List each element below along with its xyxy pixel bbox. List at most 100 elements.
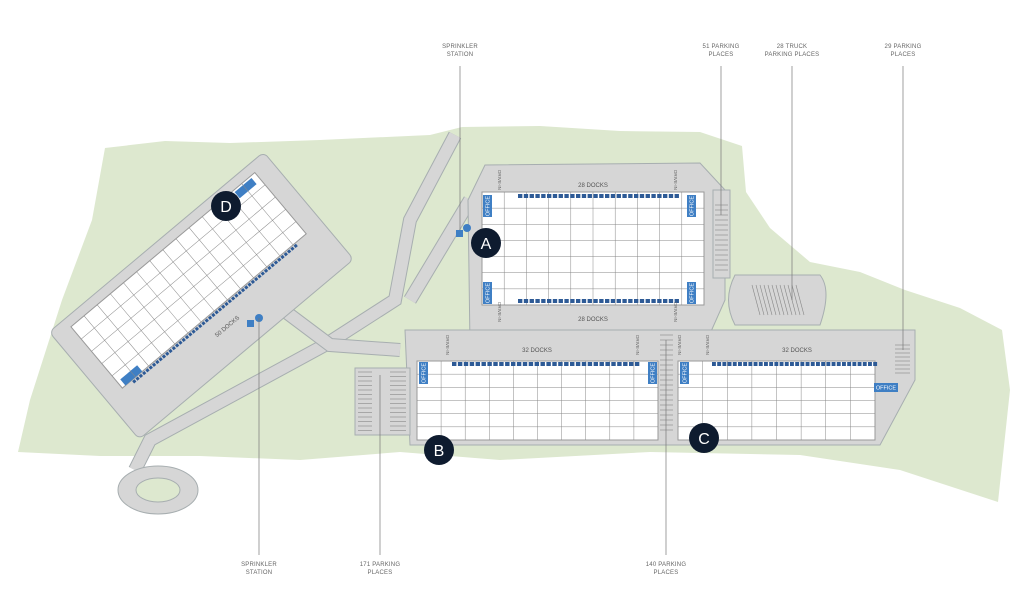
dock-door: [535, 194, 540, 198]
dock-door: [535, 299, 540, 303]
dock-door: [623, 362, 628, 366]
dock-door: [639, 299, 645, 303]
dock-door: [836, 362, 841, 366]
svg-text:OFFICE: OFFICE: [690, 196, 696, 216]
svg-text:OFFICE: OFFICE: [422, 363, 428, 383]
office-c-1: OFFICE: [680, 362, 689, 384]
dock-door: [784, 362, 789, 366]
dock-door: [518, 299, 523, 303]
dock-door: [469, 362, 475, 366]
sprinkler-station-a: [456, 224, 471, 237]
dock-door: [132, 379, 137, 384]
svg-text:OFFICE: OFFICE: [690, 283, 696, 303]
dock-door: [852, 362, 857, 366]
svg-text:51 PARKING: 51 PARKING: [703, 44, 740, 50]
roads: [128, 131, 477, 474]
dock-door: [668, 299, 674, 303]
dock-door: [634, 299, 639, 303]
roundabout-island: [135, 477, 181, 503]
dock-door: [523, 194, 529, 198]
dock-door: [570, 194, 575, 198]
dock-door: [541, 194, 546, 198]
docks-label-b: 32 DOCKS: [522, 348, 552, 354]
dock-door: [764, 362, 768, 366]
dock-door: [198, 323, 203, 329]
dock-door: [204, 318, 209, 323]
dock-door: [178, 340, 183, 345]
dock-door: [201, 321, 206, 326]
dock-door: [547, 299, 552, 303]
svg-text:171 PARKING: 171 PARKING: [360, 562, 401, 568]
dock-door: [570, 299, 575, 303]
dock-door: [257, 274, 262, 279]
dock-door: [247, 282, 252, 287]
svg-text:B: B: [434, 443, 445, 460]
dock-door: [541, 299, 546, 303]
dock-door: [145, 368, 150, 373]
dock-door: [593, 194, 598, 198]
dock-door: [842, 362, 846, 366]
dock-door: [717, 362, 722, 366]
dock-door: [138, 373, 144, 378]
dock-door: [214, 310, 219, 315]
dock-door: [529, 299, 534, 303]
dock-door: [581, 362, 587, 366]
dock-door: [155, 359, 160, 365]
building-marker-d[interactable]: D: [211, 191, 241, 221]
dock-door: [290, 246, 295, 251]
svg-text:PLACES: PLACES: [709, 52, 734, 58]
dock-door: [605, 362, 610, 366]
dock-door: [528, 362, 534, 366]
dock-door: [790, 362, 794, 366]
dock-door: [727, 362, 732, 366]
dock-door: [194, 326, 200, 331]
dock-door: [224, 301, 229, 307]
dock-door: [270, 263, 275, 268]
dock-door: [810, 362, 815, 366]
dock-door: [547, 194, 552, 198]
building-marker-c[interactable]: C: [689, 423, 719, 453]
office-d-2: [120, 365, 143, 386]
dock-door: [564, 362, 569, 366]
dock-door: [645, 299, 650, 303]
dock-door: [821, 362, 826, 366]
dock-door: [873, 362, 878, 366]
dock-door: [575, 362, 581, 366]
drive-in-label: DRIVE-IN: [635, 335, 640, 355]
dock-door: [651, 194, 656, 198]
dock-door: [622, 194, 627, 198]
dock-door: [142, 370, 147, 376]
building-marker-b[interactable]: B: [424, 435, 454, 465]
dock-door: [634, 362, 640, 366]
svg-text:OFFICE: OFFICE: [876, 386, 896, 392]
dock-door: [628, 194, 633, 198]
dock-door: [599, 299, 604, 303]
dock-door: [616, 194, 621, 198]
dock-door: [260, 271, 265, 276]
svg-text:OFFICE: OFFICE: [486, 283, 492, 303]
dock-door: [188, 332, 193, 337]
building-marker-a[interactable]: A: [471, 228, 501, 258]
svg-text:OFFICE: OFFICE: [651, 363, 657, 383]
dock-door: [663, 194, 668, 198]
dock-door: [529, 194, 534, 198]
dock-door: [593, 299, 598, 303]
office-b-1: OFFICE: [419, 362, 428, 384]
dock-door: [634, 194, 639, 198]
dock-door: [254, 276, 259, 282]
dock-door: [769, 362, 774, 366]
dock-door: [753, 362, 758, 366]
dock-door: [581, 194, 587, 198]
dock-door: [487, 362, 492, 366]
dock-door: [663, 299, 668, 303]
dock-door: [712, 362, 716, 366]
dock-door: [743, 362, 748, 366]
dock-door: [868, 362, 872, 366]
dock-door: [516, 362, 522, 366]
dock-door: [463, 362, 469, 366]
docks-label-a-bottom: 28 DOCKS: [578, 317, 608, 323]
dock-door: [540, 362, 545, 366]
